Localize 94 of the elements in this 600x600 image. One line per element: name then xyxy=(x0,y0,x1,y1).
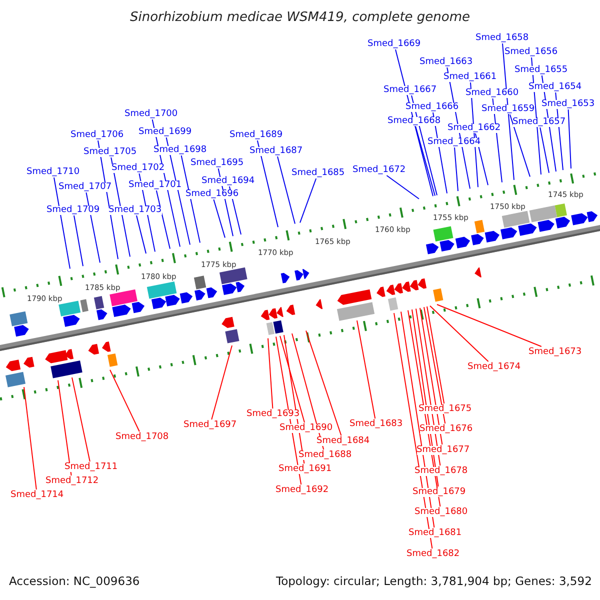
gene-label: Smed_1655 xyxy=(514,66,568,74)
leader-line xyxy=(426,306,445,404)
gene-label: Smed_1685 xyxy=(292,168,345,178)
gene-label: Smed_1709 xyxy=(46,206,100,214)
gene-label: Smed_1669 xyxy=(368,40,421,48)
gene-label: Smed_1694 xyxy=(202,176,255,186)
leader-line xyxy=(277,156,296,224)
leader-line xyxy=(256,140,278,228)
gene-label: Smed_1673 xyxy=(528,348,582,356)
leader-line xyxy=(306,330,342,436)
gene-label: Smed_1692 xyxy=(276,486,329,494)
gene-label: Smed_1690 xyxy=(280,424,333,432)
gene-label: Smed_1711 xyxy=(64,462,118,472)
leader-line xyxy=(74,215,84,267)
gene-label: Smed_1699 xyxy=(138,128,192,136)
leader-line xyxy=(268,338,274,409)
gene-label: Smed_1677 xyxy=(416,446,470,454)
leader-line xyxy=(436,304,542,347)
leader-line xyxy=(424,306,446,424)
leader-line xyxy=(156,190,170,250)
leader-line xyxy=(86,192,100,264)
gene-label: Smed_1706 xyxy=(70,130,124,140)
gene-label: Smed_1676 xyxy=(420,424,473,434)
gene-label: Smed_1705 xyxy=(84,148,137,156)
leader-line xyxy=(400,311,435,528)
gene-label: Smed_1714 xyxy=(10,490,64,500)
leader-line xyxy=(540,127,550,174)
gene-label: Smed_1689 xyxy=(230,130,283,140)
gene-label: Smed_1696 xyxy=(186,190,239,198)
leader-line xyxy=(58,380,72,476)
leader-line xyxy=(420,307,443,445)
gene-label: Smed_1656 xyxy=(504,48,558,56)
leader-line xyxy=(568,109,572,169)
gene-label: Smed_1693 xyxy=(246,410,300,418)
gene-label: Smed_1712 xyxy=(46,476,99,486)
gene-label: Smed_1710 xyxy=(26,168,80,176)
leader-line xyxy=(180,155,200,244)
leader-line xyxy=(280,335,305,423)
leader-line xyxy=(356,320,376,419)
leader-line xyxy=(211,345,232,420)
accession-text: Accession: NC_009636 xyxy=(9,576,140,588)
title: Sinorhizobium medicae WSM419, complete genome xyxy=(128,11,472,24)
genome-info-text: Topology: circular; Length: 3,781,904 bp; Genes: 3,592 xyxy=(276,576,592,588)
gene-label: Smed_1668 xyxy=(388,116,441,126)
gene-label: Smed_1702 xyxy=(112,164,165,172)
gene-label: Smed_1660 xyxy=(466,88,519,98)
gene-label: Smed_1678 xyxy=(414,466,468,476)
gene-label: Smed_1687 xyxy=(250,146,303,156)
gene-label: Smed_1674 xyxy=(468,362,521,372)
gene-label: Smed_1664 xyxy=(428,138,481,146)
gene-label: Smed_1695 xyxy=(190,158,244,168)
gene-label: Smed_1653 xyxy=(542,100,595,108)
leader-line xyxy=(110,369,140,432)
leader-line xyxy=(24,386,37,490)
gene-label: Smed_1658 xyxy=(476,34,529,42)
gene-label: Smed_1662 xyxy=(448,124,501,132)
gene-label: Smed_1684 xyxy=(316,436,370,446)
gene-label: Smed_1661 xyxy=(444,72,497,82)
gene-label: Smed_1683 xyxy=(350,420,403,428)
leader-line xyxy=(415,126,436,196)
gene-label: Smed_1680 xyxy=(414,508,468,516)
gene-label: Smed_1688 xyxy=(298,450,352,460)
gene-label: Smed_1682 xyxy=(406,550,460,558)
leader-line xyxy=(54,177,70,270)
leader-line xyxy=(136,215,146,254)
leader-line xyxy=(213,199,226,238)
gene-label: Smed_1667 xyxy=(384,86,437,94)
gene-label: Smed_1675 xyxy=(418,404,472,414)
gene-label: Smed_1663 xyxy=(420,58,473,66)
gene-label: Smed_1681 xyxy=(408,528,462,538)
gene-label: Smed_1659 xyxy=(482,104,535,114)
leader-line xyxy=(300,178,317,224)
leader-line xyxy=(276,336,302,485)
leader-line xyxy=(386,175,420,200)
gene-label: Smed_1672 xyxy=(352,166,406,174)
leader-line xyxy=(72,377,90,462)
gene-label: Smed_1707 xyxy=(58,182,112,192)
gene-label: Smed_1708 xyxy=(116,432,169,442)
leader-line xyxy=(502,43,514,180)
leader-line xyxy=(394,312,433,549)
gene-label: Smed_1703 xyxy=(108,206,162,214)
gene-label: Smed_1698 xyxy=(154,146,207,154)
gene-label: Smed_1666 xyxy=(406,102,459,112)
gene-label: Smed_1697 xyxy=(184,420,237,430)
gene-label: Smed_1657 xyxy=(512,118,566,126)
leader-line xyxy=(454,147,458,192)
leader-line xyxy=(509,114,530,178)
gene-label: Smed_1679 xyxy=(412,488,466,496)
gene-label: Smed_1700 xyxy=(124,110,178,118)
leader-line xyxy=(430,305,489,362)
gene-label: Smed_1701 xyxy=(128,180,182,190)
leader-line xyxy=(416,308,441,466)
gene-label: Smed_1691 xyxy=(278,464,332,474)
gene-label: Smed_1654 xyxy=(528,82,582,92)
